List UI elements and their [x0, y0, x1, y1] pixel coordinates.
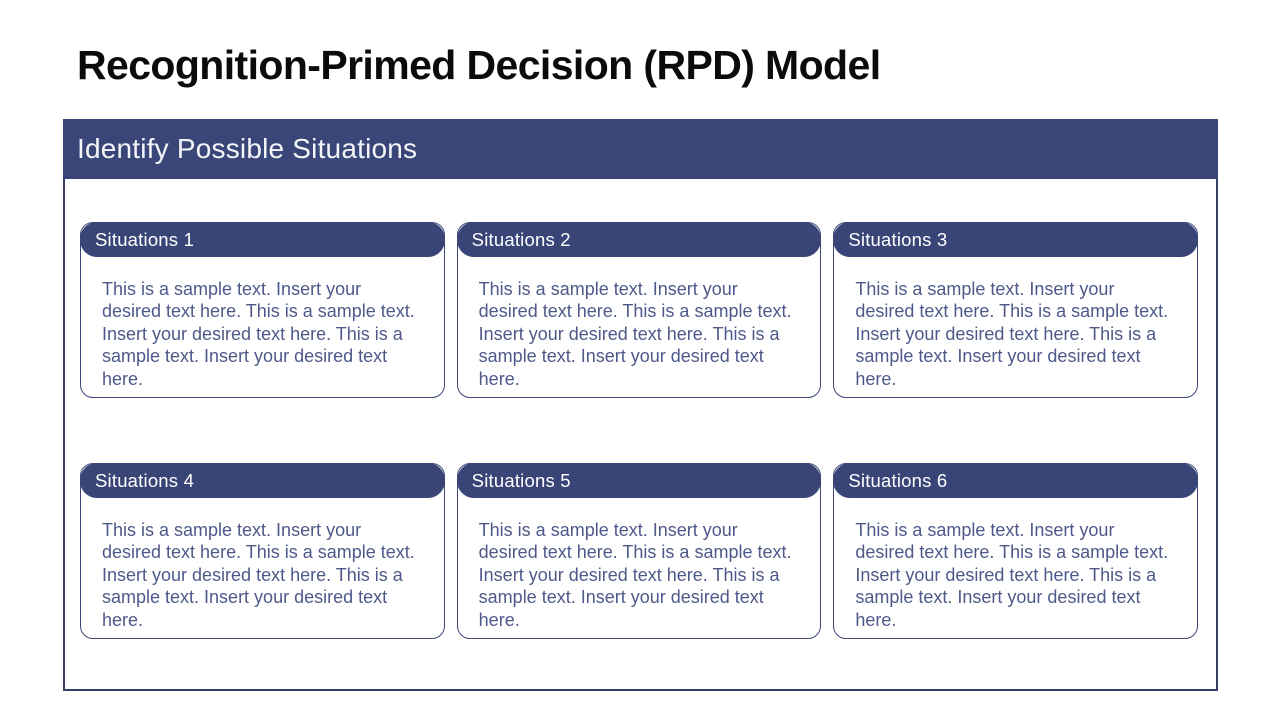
situation-card-3: Situations 3 This is a sample text. Inse…: [833, 222, 1199, 398]
situation-card-3-text: This is a sample text. Insert your desir…: [855, 279, 1169, 389]
situation-card-2-text: This is a sample text. Insert your desir…: [478, 279, 792, 389]
situation-card-3-header: Situations 3: [833, 222, 1199, 257]
situation-card-6-header: Situations 6: [833, 463, 1199, 498]
situation-card-1-label: Situations 1: [95, 228, 195, 250]
slide-title: Recognition-Primed Decision (RPD) Model: [77, 42, 881, 88]
panel-header-label: Identify Possible Situations: [77, 133, 418, 164]
situation-card-6-label: Situations 6: [848, 469, 948, 491]
situation-card-4-label: Situations 4: [95, 469, 195, 491]
situation-card-1-text: This is a sample text. Insert your desir…: [102, 279, 415, 389]
situation-card-4: Situations 4 This is a sample text. Inse…: [80, 463, 445, 639]
situation-card-5-header: Situations 5: [456, 463, 822, 498]
situation-card-4-header: Situations 4: [80, 463, 445, 498]
panel-header: Identify Possible Situations: [63, 119, 1218, 179]
card-row-top: Situations 1 This is a sample text. Inse…: [80, 222, 1199, 398]
situation-card-5-label: Situations 5: [471, 469, 571, 491]
situation-card-6-text: This is a sample text. Insert your desir…: [855, 520, 1169, 630]
situation-card-4-text: This is a sample text. Insert your desir…: [102, 520, 415, 630]
situation-card-5-text: This is a sample text. Insert your desir…: [478, 520, 792, 630]
situation-card-2-header: Situations 2: [456, 222, 822, 257]
situation-card-1-header: Situations 1: [80, 222, 445, 257]
situations-panel: Identify Possible Situations Situations …: [63, 119, 1218, 691]
situation-card-1: Situations 1 This is a sample text. Inse…: [80, 222, 445, 398]
situation-card-2: Situations 2 This is a sample text. Inse…: [456, 222, 822, 398]
card-row-bottom: Situations 4 This is a sample text. Inse…: [80, 463, 1199, 639]
situation-card-2-label: Situations 2: [471, 228, 571, 250]
situation-card-3-label: Situations 3: [848, 228, 948, 250]
situation-card-6: Situations 6 This is a sample text. Inse…: [833, 463, 1199, 639]
situation-card-5: Situations 5 This is a sample text. Inse…: [456, 463, 822, 639]
